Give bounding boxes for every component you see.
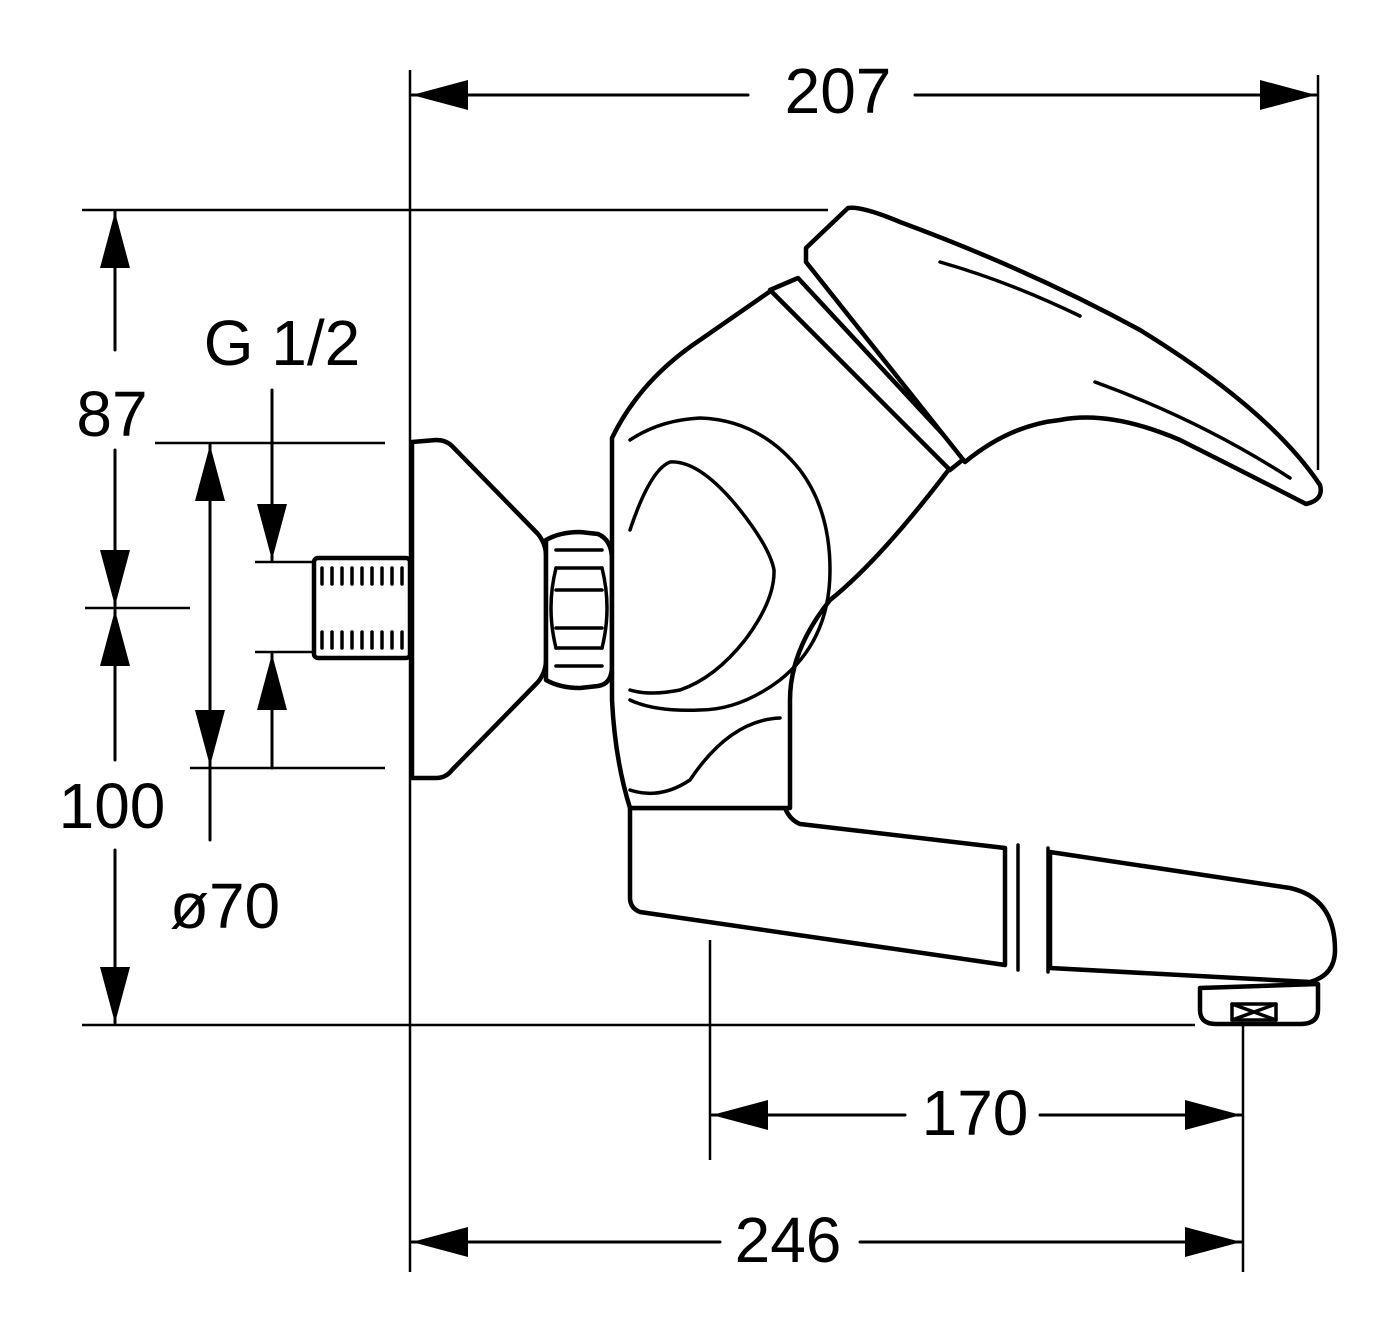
dimension-label-170: 170 <box>922 1077 1029 1149</box>
spout <box>627 805 1338 1027</box>
dimension-170: 170 <box>710 1077 1243 1149</box>
dimension-100: 100 <box>59 608 166 1025</box>
hex-nut <box>543 529 615 691</box>
dimension-label-thread: G 1/2 <box>204 307 361 379</box>
threaded-connector <box>311 555 413 661</box>
dimension-246: 246 <box>410 1204 1243 1276</box>
wall-rosette <box>409 437 549 781</box>
dimension-207: 207 <box>410 55 1318 127</box>
dimension-label-246: 246 <box>735 1204 842 1276</box>
lever-handle <box>803 205 1323 507</box>
mixer-body <box>609 275 968 811</box>
dimension-diameter-70: ø70 <box>170 443 280 942</box>
dimension-label-100: 100 <box>59 770 166 842</box>
dimension-label-87: 87 <box>76 378 147 450</box>
extension-lines <box>82 70 1320 1272</box>
dimension-label-207: 207 <box>785 55 892 127</box>
dimension-87: 87 <box>76 210 148 608</box>
dimension-thread: G 1/2 <box>204 307 361 770</box>
dimension-label-diameter: ø70 <box>170 870 280 942</box>
